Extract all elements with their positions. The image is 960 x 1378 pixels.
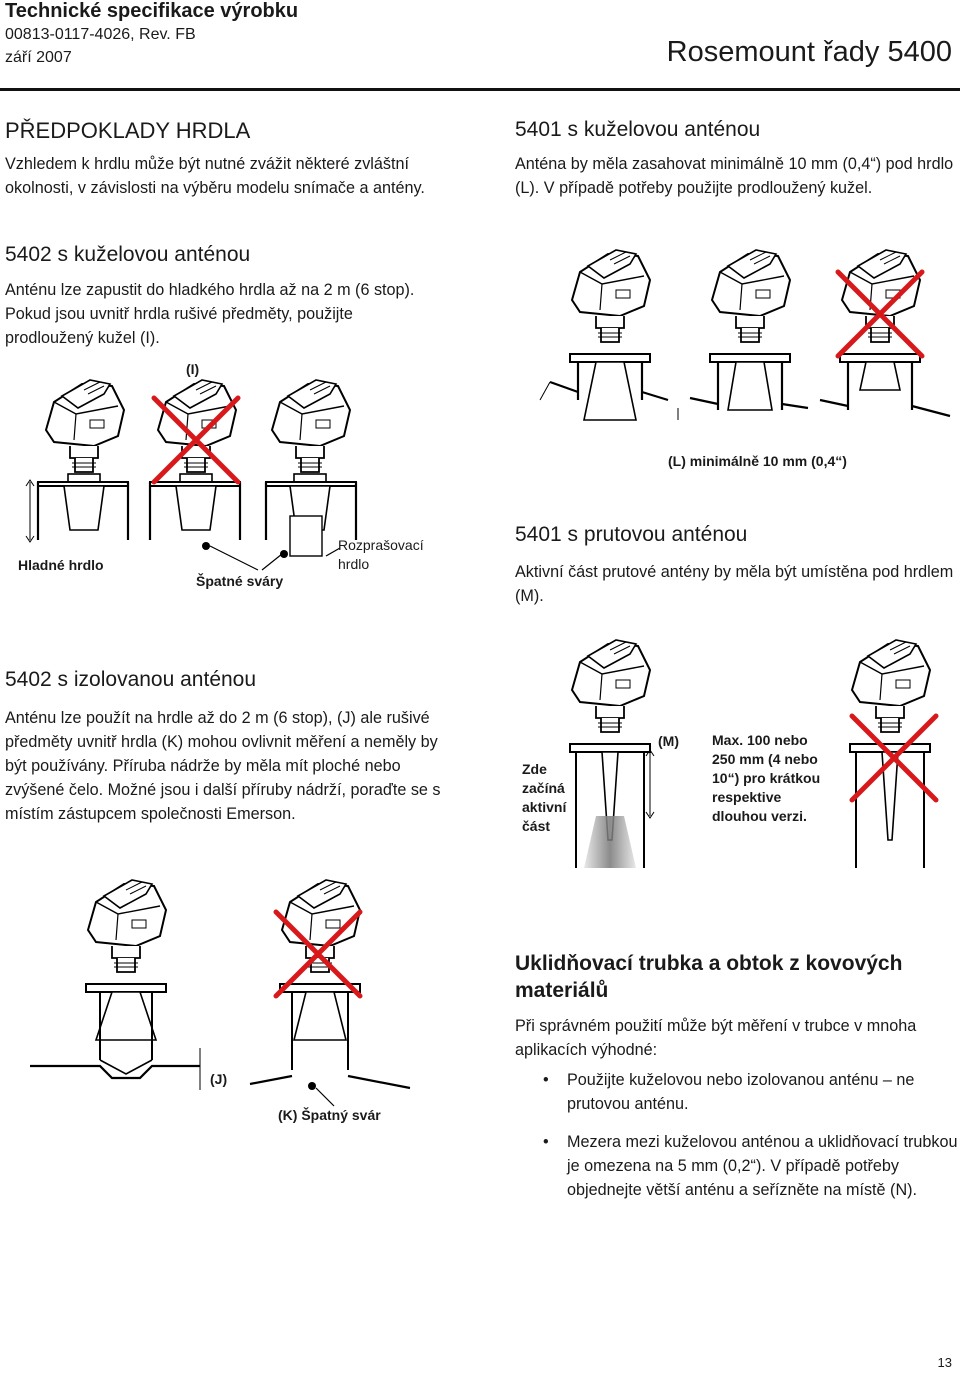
label-spray-nozzle-2: hrdlo: [338, 556, 370, 572]
section-heading-nozzle: PŘEDPOKLADY HRDLA: [5, 118, 251, 143]
label-smooth-nozzle: Hladné hrdlo: [18, 557, 104, 573]
transmitter-head-6: [841, 249, 921, 343]
label-active-1: Zde: [522, 761, 547, 777]
section-heading-5401-rod: 5401 s prutovou anténou: [515, 523, 748, 546]
transmitter-head-1: [45, 379, 125, 473]
transmitter-head-7: [571, 639, 651, 733]
transmitter-head-4: [571, 249, 651, 343]
label-M: (M): [658, 733, 679, 749]
transmitter-head-3: [271, 379, 351, 473]
header-divider: [0, 88, 960, 91]
transmitter-head-5: [711, 249, 791, 343]
transmitter-head-8: [851, 639, 931, 733]
5402-insulated-diagram: [30, 879, 411, 1107]
5401-cone-diagram: [539, 249, 951, 421]
label-I: (I): [186, 361, 200, 377]
label-max-5: dlouhou verzi.: [712, 808, 807, 824]
section-heading-5401-cone: 5401 s kuželovou anténou: [515, 118, 761, 141]
label-active-2: začíná: [522, 780, 565, 796]
document-date: září 2007: [5, 49, 72, 66]
label-L: (L) minimálně 10 mm (0,4“): [668, 453, 847, 469]
5401-rod-paragraph: Aktivní část prutové antény by měla být …: [515, 563, 954, 605]
section-heading-stilling-well: Uklidňovací trubka a obtok z kovových ma…: [515, 952, 903, 1002]
label-J: (J): [210, 1071, 228, 1087]
label-active-4: část: [522, 818, 551, 834]
list-item: Použijte kuželovou nebo izolovanou antén…: [515, 1068, 960, 1116]
product-name: Rosemount řady 5400: [666, 36, 952, 68]
5402-insulated-paragraph: Anténu lze použít na hrdle až do 2 m (6 …: [5, 709, 441, 823]
label-max-1: Max. 100 nebo: [712, 732, 808, 748]
5401-cone-paragraph: Anténa by měla zasahovat minimálně 10 mm…: [515, 155, 954, 197]
label-spray-nozzle-1: Rozprašovací: [338, 537, 424, 553]
stilling-well-list: Použijte kuželovou nebo izolovanou antén…: [515, 1068, 960, 1216]
5401-rod-diagram: [569, 639, 960, 868]
transmitter-head-2: [157, 379, 237, 473]
document-number: 00813-0117-4026, Rev. FB: [5, 26, 196, 43]
label-bad-welds: Špatné sváry: [196, 573, 284, 589]
section-heading-5402-insulated: 5402 s izolovanou anténou: [5, 668, 257, 691]
label-max-4: respektive: [712, 789, 782, 805]
list-item: Mezera mezi kuželovou anténou a uklidňov…: [515, 1130, 960, 1202]
label-max-3: 10“) pro krátkou: [712, 770, 821, 786]
page-number: 13: [937, 1355, 952, 1370]
stilling-well-intro: Při správném použití může být měření v t…: [515, 1017, 917, 1059]
label-max-2: 250 mm (4 nebo: [712, 751, 818, 767]
label-active-3: aktivní: [522, 799, 567, 815]
label-K: (K) Špatný svár: [278, 1107, 381, 1123]
section-heading-5402-cone: 5402 s kuželovou anténou: [5, 243, 251, 266]
nozzle-paragraph: Vzhledem k hrdlu může být nutné zvážit n…: [5, 155, 425, 197]
transmitter-head-9: [87, 879, 167, 973]
5402-cone-paragraph: Anténu lze zapustit do hladkého hrdla až…: [5, 281, 415, 347]
5402-cone-diagram: [25, 379, 358, 571]
document-title: Technické specifikace výrobku: [5, 0, 299, 22]
